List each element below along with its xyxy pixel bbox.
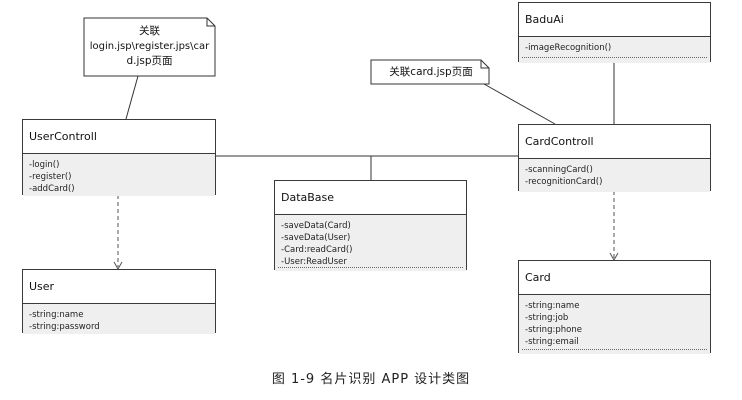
class-member: -addCard(): [29, 184, 75, 194]
separator: [522, 349, 707, 350]
note2-text: 关联card.jsp页面: [389, 66, 473, 78]
class-usercontroll: UserControll -login() -register() -addCa…: [22, 119, 216, 196]
class-name: BaduAi: [519, 3, 710, 37]
class-name: DataBase: [275, 181, 466, 215]
class-card: Card -string:name -string:job -string:ph…: [518, 260, 711, 354]
class-baduai: BaduAi -imageRecognition(): [518, 2, 711, 63]
class-member: -scanningCard(): [525, 165, 593, 175]
note2-shape: [370, 59, 490, 85]
note1-line2: login.jsp\register.jps\car: [89, 41, 210, 52]
note1-line3: d.jsp页面: [126, 55, 173, 67]
class-members: -string:name -string:job -string:phone -…: [519, 295, 710, 354]
class-members: -saveData(Card) -saveData(User) -Card:re…: [275, 215, 466, 271]
separator: [522, 57, 707, 58]
class-member: -recognitionCard(): [525, 177, 603, 187]
class-member: -imageRecognition(): [525, 43, 612, 53]
note1-line1: 关联: [139, 25, 160, 37]
note1-fold: [206, 18, 215, 27]
note2-fold: [480, 60, 489, 69]
class-member: -saveData(User): [281, 233, 351, 243]
class-member: -User:ReadUser: [281, 257, 347, 267]
class-member: -saveData(Card): [281, 221, 351, 231]
class-name: CardControll: [519, 125, 710, 159]
class-member: -string:password: [29, 322, 100, 332]
class-cardcontroll: CardControll -scanningCard() -recognitio…: [518, 124, 711, 192]
class-database: DataBase -saveData(Card) -saveData(User)…: [274, 180, 467, 271]
class-members: -string:name -string:password: [23, 304, 215, 334]
class-name: UserControll: [23, 120, 215, 154]
note1-link: [125, 75, 139, 120]
note2: 关联card.jsp页面: [376, 65, 486, 80]
class-member: -string:name: [29, 310, 84, 320]
class-member: -string:email: [525, 337, 579, 347]
class-member: -Card:readCard(): [281, 245, 353, 255]
figure-caption: 图 1-9 名片识别 APP 设计类图: [271, 372, 471, 387]
class-member: -string:job: [525, 313, 569, 323]
note1-shape: [83, 17, 216, 77]
separator: [278, 267, 463, 268]
class-member: -string:phone: [525, 325, 582, 335]
class-members: -scanningCard() -recognitionCard(): [519, 159, 710, 192]
class-name: User: [23, 270, 215, 304]
class-members: -imageRecognition(): [519, 37, 710, 63]
class-members: -login() -register() -addCard(): [23, 154, 215, 196]
class-member: -register(): [29, 172, 72, 182]
class-member: -string:name: [525, 301, 580, 311]
class-name: Card: [519, 261, 710, 295]
class-user: User -string:name -string:password: [22, 269, 216, 334]
note1: 关联 login.jsp\register.jps\car d.jsp页面: [84, 24, 215, 69]
note2-link: [483, 83, 556, 125]
class-member: -login(): [29, 160, 60, 170]
